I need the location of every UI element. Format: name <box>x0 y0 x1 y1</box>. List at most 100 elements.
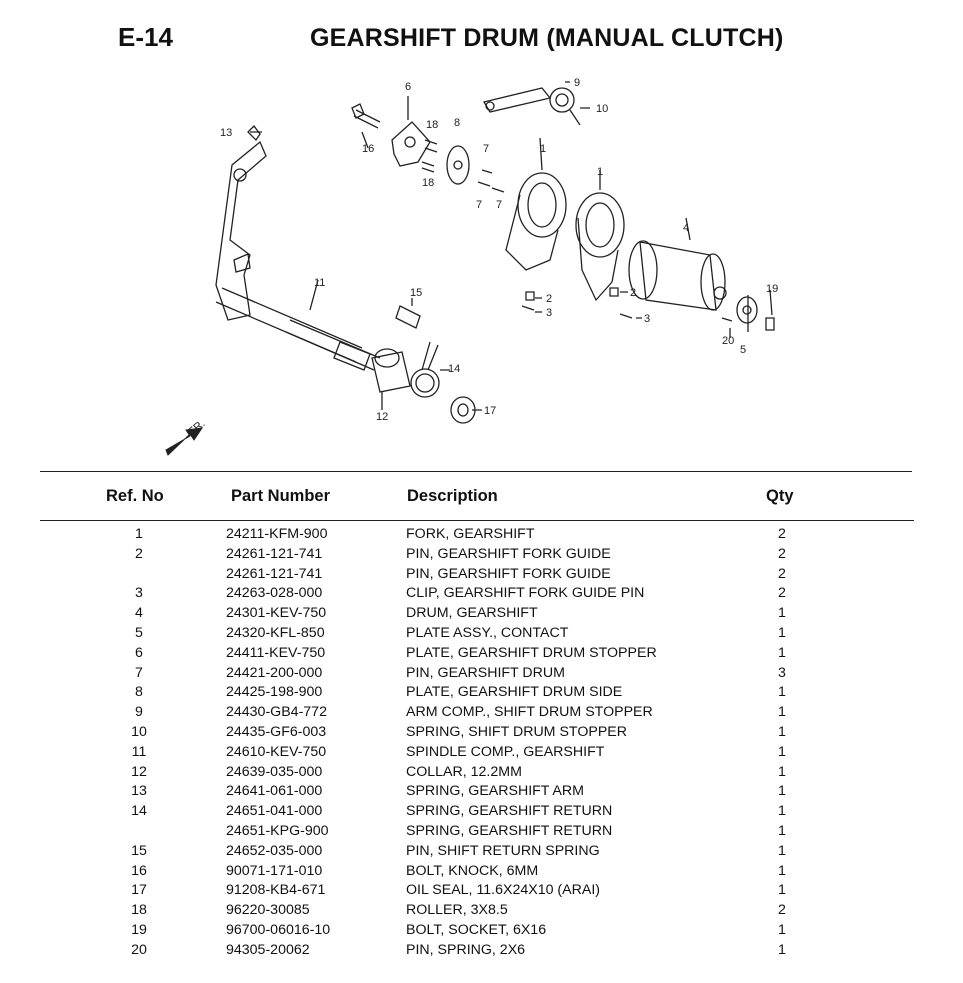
part-1-fork-b <box>575 192 625 302</box>
callout: 7 <box>476 199 482 211</box>
callout: 2 <box>630 287 636 299</box>
cell-ref: 3 <box>135 585 143 602</box>
cell-qty: 1 <box>778 723 786 740</box>
cell-part-number: 90071-171-010 <box>226 862 323 879</box>
cell-description: PIN, GEARSHIFT DRUM <box>406 664 565 681</box>
page-title: GEARSHIFT DRUM (MANUAL CLUTCH) <box>310 24 784 52</box>
table-top-rule <box>40 471 912 472</box>
part-10-spring <box>549 87 581 126</box>
cell-description: BOLT, SOCKET, 6X16 <box>406 921 547 938</box>
cell-description: PLATE, GEARSHIFT DRUM SIDE <box>406 684 623 701</box>
part-16-bolt <box>353 109 381 129</box>
part-17-oil-seal <box>450 396 476 424</box>
part-19-bolt <box>765 317 775 331</box>
cell-qty: 2 <box>778 902 786 919</box>
part-4-drum <box>628 240 727 311</box>
cell-ref: 16 <box>131 862 147 879</box>
cell-part-number: 24211-KFM-900 <box>226 526 328 542</box>
table-row: 11 24610-KEV-750 SPINDLE COMP., GEARSHIFT 1 <box>0 743 963 763</box>
callout: 13 <box>220 127 232 139</box>
callout: 14 <box>448 363 460 375</box>
cell-part-number: 24261-121-741 <box>226 545 323 562</box>
part-1-fork-a <box>505 172 567 271</box>
callout: 20 <box>722 335 734 347</box>
cell-qty: 1 <box>778 644 786 661</box>
callout: 18 <box>422 177 434 189</box>
cell-ref: 19 <box>131 921 147 938</box>
cell-ref: 18 <box>131 902 147 919</box>
callout: 12 <box>376 411 388 423</box>
cell-qty: 1 <box>778 605 786 622</box>
part-6-stopper-plate <box>391 121 431 167</box>
cell-qty: 1 <box>778 624 786 641</box>
cell-ref: 11 <box>131 743 147 760</box>
cell-qty: 2 <box>778 565 786 582</box>
cell-part-number: 24652-035-000 <box>226 842 323 859</box>
part-13-spring <box>247 125 261 142</box>
callout: 18 <box>426 119 438 131</box>
callout: 9 <box>574 77 580 89</box>
cell-description: ARM COMP., SHIFT DRUM STOPPER <box>406 704 653 721</box>
cell-description: PIN, SPRING, 2X6 <box>406 941 526 958</box>
callout: 15 <box>410 287 422 299</box>
cell-ref: 7 <box>135 664 143 681</box>
callout: 11 <box>314 277 325 289</box>
table-row: 16 90071-171-010 BOLT, KNOCK, 6MM 1 <box>0 862 963 882</box>
cell-description: DRUM, GEARSHIFT <box>406 605 538 622</box>
cell-part-number: 24320-KFL-850 <box>226 624 325 641</box>
callout: 6 <box>405 81 411 93</box>
cell-description: SPRING, SHIFT DRUM STOPPER <box>406 723 627 740</box>
callout: 10 <box>596 103 608 115</box>
callout: 17 <box>484 405 496 417</box>
front-arrow-icon: FR. <box>165 418 208 456</box>
part-20-spring-pin <box>721 317 733 322</box>
cell-description: OIL SEAL, 11.6X24X10 (ARAI) <box>406 882 600 899</box>
part-5-contact-plate <box>736 296 758 324</box>
cell-ref: 5 <box>135 624 143 641</box>
cell-ref: 13 <box>131 783 147 800</box>
cell-description: BOLT, KNOCK, 6MM <box>406 862 539 879</box>
cell-qty: 3 <box>778 664 786 681</box>
cell-qty: 1 <box>778 941 786 958</box>
callout: 7 <box>483 143 489 155</box>
cell-ref: 15 <box>131 842 147 859</box>
callout: 1 <box>597 166 603 178</box>
cell-description: PIN, GEARSHIFT FORK GUIDE <box>406 545 611 562</box>
cell-ref: 14 <box>131 803 147 820</box>
cell-part-number: 91208-KB4-671 <box>226 882 326 899</box>
header-description: Description <box>407 487 498 505</box>
cell-qty: 1 <box>778 921 786 938</box>
cell-qty: 2 <box>778 526 786 542</box>
part-8-side-plate <box>446 145 470 185</box>
cell-description: SPINDLE COMP., GEARSHIFT <box>406 743 605 760</box>
cell-qty: 1 <box>778 862 786 879</box>
cell-part-number: 24651-KPG-900 <box>226 822 329 839</box>
part-2-pin-b <box>609 287 619 297</box>
cell-part-number: 24610-KEV-750 <box>226 743 327 760</box>
cell-part-number: 24651-041-000 <box>226 803 323 820</box>
cell-ref: 20 <box>131 941 147 958</box>
table-header-rule <box>40 520 914 521</box>
cell-ref: 10 <box>131 723 147 740</box>
cell-qty: 1 <box>778 822 786 839</box>
callout: 3 <box>644 313 650 325</box>
cell-qty: 1 <box>778 743 786 760</box>
part-11-spindle <box>215 287 363 363</box>
cell-qty: 1 <box>778 763 786 780</box>
cell-description: ROLLER, 3X8.5 <box>406 902 508 919</box>
part-18-rollers <box>421 139 438 173</box>
callout: 5 <box>740 344 746 356</box>
cell-part-number: 24641-061-000 <box>226 783 323 800</box>
